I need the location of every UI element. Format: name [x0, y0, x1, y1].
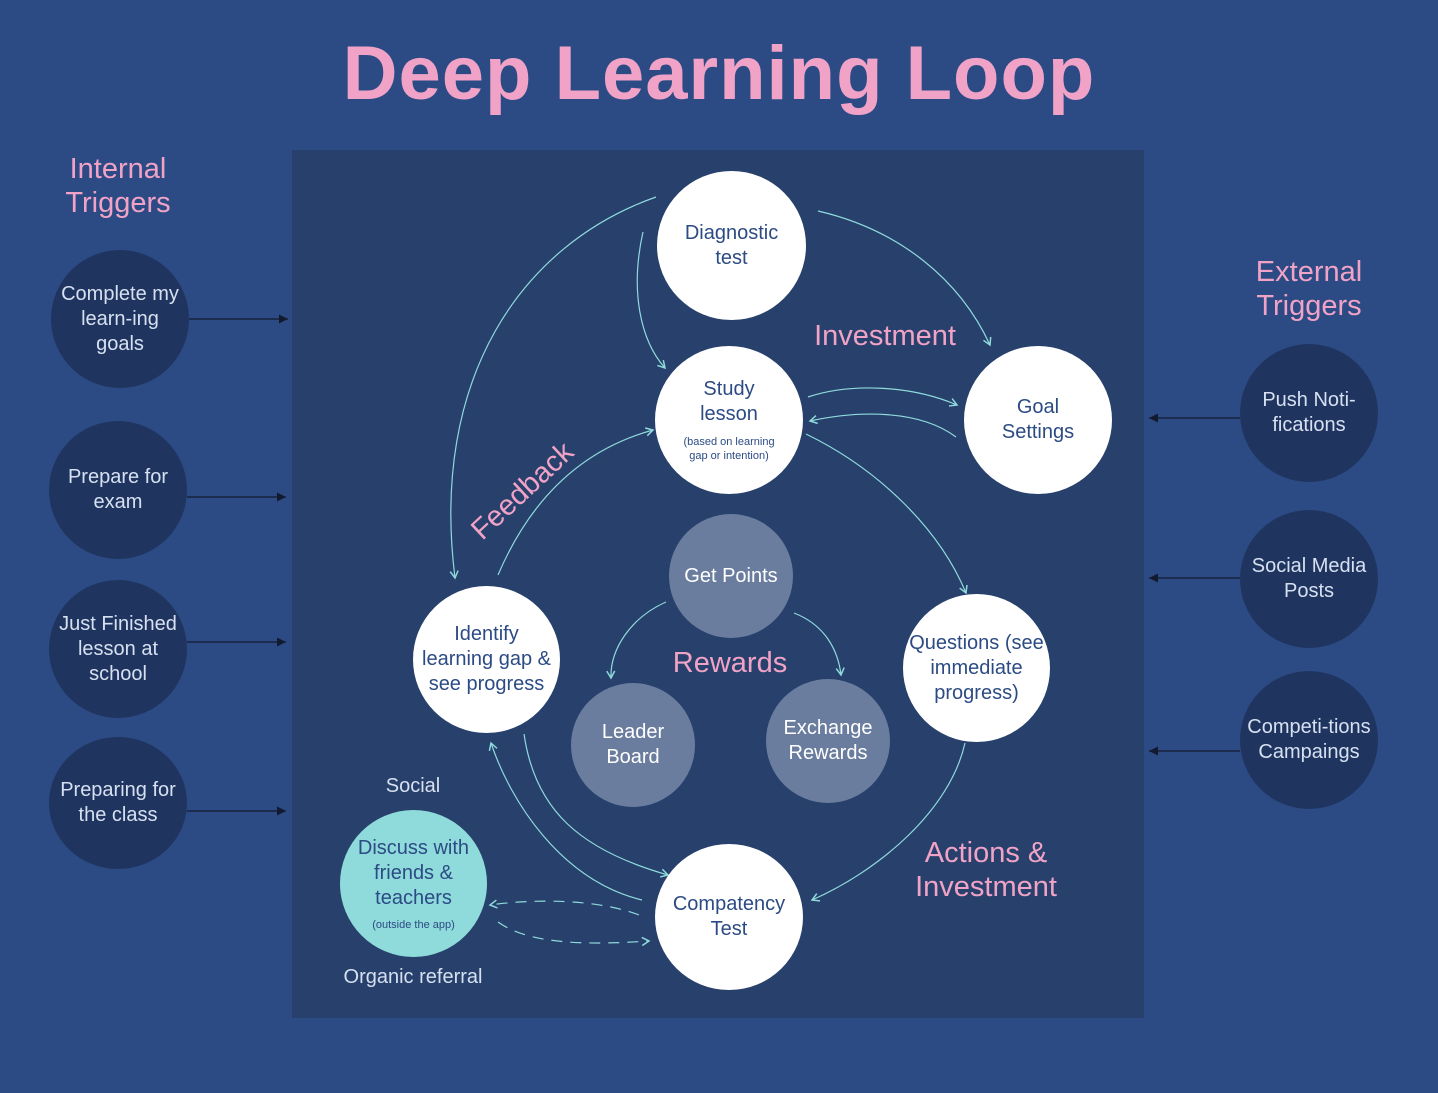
- arrow-competency-to-identify: [488, 741, 643, 901]
- arrow-questions-to-competency: [810, 742, 966, 902]
- internal-triggers-heading: Internal Triggers: [65, 153, 171, 219]
- page-title: Deep Learning Loop: [342, 31, 1096, 116]
- arrow-study-to-goal: [807, 387, 959, 407]
- label-investment: Investment: [814, 320, 956, 352]
- label-rewards: Rewards: [672, 647, 788, 679]
- label-actions-investment: Actions & Investment: [915, 837, 1057, 903]
- arrow-goal-to-study: [808, 413, 957, 438]
- trigger-complete-goals: Complete my learn-ing goals: [51, 250, 189, 388]
- study-lesson-title: Study lesson: [700, 378, 758, 425]
- arrow-diagnostic-to-study: [636, 231, 667, 370]
- external-triggers-heading: External Triggers: [1255, 256, 1363, 322]
- arrow-points-to-exchange: [793, 612, 845, 677]
- trigger-social-media: Social Media Posts: [1240, 510, 1378, 648]
- arrow-study-to-questions: [805, 433, 968, 595]
- node-study-lesson: Study lesson (based on learning gap or i…: [655, 346, 803, 494]
- arrow-competency-to-discuss: [488, 899, 640, 916]
- discuss-title: Discuss with friends & teachers: [357, 836, 470, 909]
- label-social: Social: [385, 775, 441, 797]
- arrow-points-to-leader: [606, 601, 667, 680]
- node-leader-board: Leader Board: [571, 683, 695, 807]
- trigger-competitions: Competi-tions Campaings: [1240, 671, 1378, 809]
- trigger-preparing-class: Preparing for the class: [49, 737, 187, 869]
- node-questions: Questions (see immediate progress): [903, 594, 1050, 742]
- trigger-prepare-exam: Prepare for exam: [49, 421, 187, 559]
- node-discuss: Discuss with friends & teachers (outside…: [340, 810, 487, 957]
- node-goal-settings: Goal Settings: [964, 346, 1112, 494]
- arrow-identify-to-study: [497, 427, 655, 576]
- trigger-push-notifications: Push Noti-fications: [1240, 344, 1378, 482]
- node-diagnostic-test: Diagnostic test: [657, 171, 806, 320]
- arrow-diagnostic-to-goal: [817, 210, 992, 347]
- arrow-identify-to-competency: [523, 733, 670, 878]
- node-exchange-rewards: Exchange Rewards: [766, 679, 890, 803]
- arrow-discuss-to-competency: [497, 921, 651, 947]
- discuss-note: (outside the app): [372, 918, 455, 931]
- node-identify-gap: Identify learning gap & see progress: [413, 586, 560, 733]
- arrow-diagnostic-to-identify: [449, 196, 657, 580]
- label-organic-referral: Organic referral: [343, 966, 483, 988]
- study-lesson-note: (based on learning gap or intention): [683, 436, 775, 462]
- node-get-points: Get Points: [669, 514, 793, 638]
- trigger-finished-lesson: Just Finished lesson at school: [49, 580, 187, 718]
- node-competency-test: Compatency Test: [655, 844, 803, 990]
